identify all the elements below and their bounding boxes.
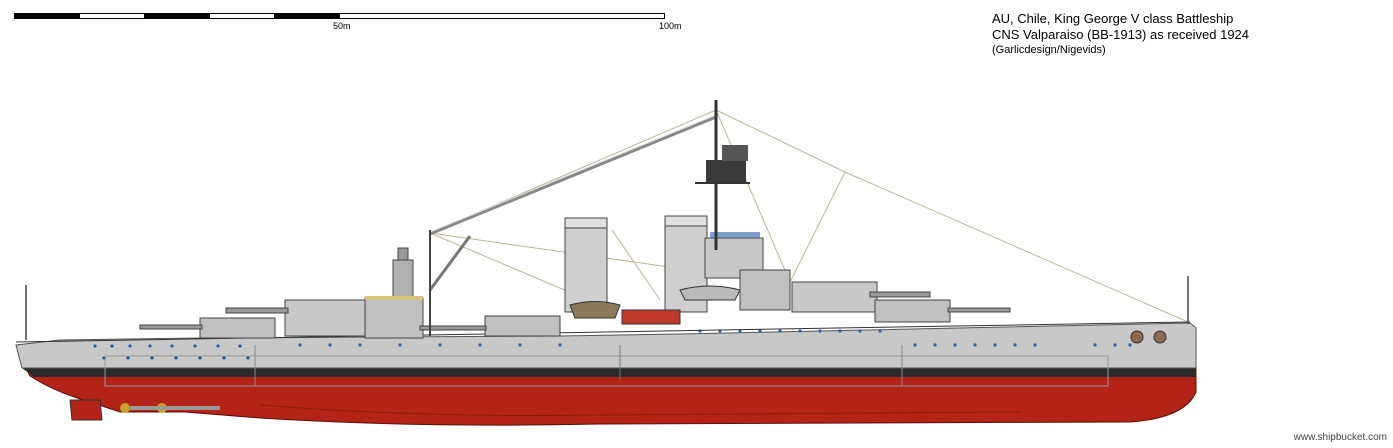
title-ship: CNS Valparaiso (BB-1913) as received 192… — [992, 27, 1250, 42]
turret-a — [874, 299, 1011, 323]
armour-belt-outline — [104, 355, 1109, 387]
anchor-hawse — [1130, 330, 1167, 344]
scale-label-100m: 100m — [659, 21, 682, 31]
scale-segment — [339, 13, 665, 19]
watermark: www.shipbucket.com — [1293, 432, 1387, 443]
funnel-aft — [564, 217, 608, 313]
hull-topsides — [15, 322, 1197, 369]
portholes — [93, 329, 1132, 360]
scale-label-50m: 50m — [333, 21, 351, 31]
foremast — [695, 100, 750, 250]
rudder-and-propellers — [69, 399, 220, 421]
title-class: AU, Chile, King George V class Battleshi… — [992, 11, 1234, 26]
turret-x — [225, 299, 366, 337]
aft-superstructure — [364, 247, 424, 339]
title-credit: (Garlicdesign/Nigevids) — [992, 44, 1106, 56]
ships-boats — [569, 285, 741, 325]
hull-boot-topping — [22, 368, 1196, 377]
bridge-superstructure — [704, 232, 791, 311]
turret-q — [419, 315, 561, 337]
turret-b — [791, 281, 931, 313]
scale-bar — [14, 13, 670, 19]
turret-y — [139, 317, 276, 339]
title-block: AU, Chile, King George V class Battleshi… — [992, 11, 1249, 58]
derrick-boom — [428, 114, 717, 291]
